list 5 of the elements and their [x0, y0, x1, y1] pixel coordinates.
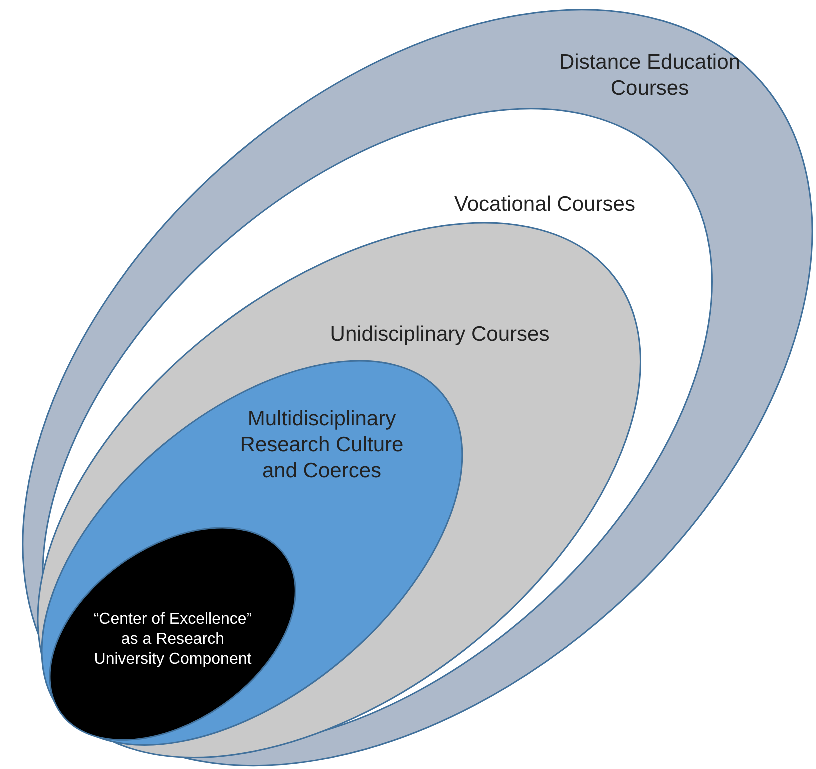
region-label: Distance Education Courses — [558, 50, 742, 102]
region-label: Multidisciplinary Research Culture and Coerces — [239, 406, 405, 486]
region-label: “Center of Excellence” as a Research University Component — [92, 610, 253, 670]
region-label: Vocational Courses — [454, 192, 636, 218]
region-label: Unidisciplinary Courses — [329, 322, 551, 348]
